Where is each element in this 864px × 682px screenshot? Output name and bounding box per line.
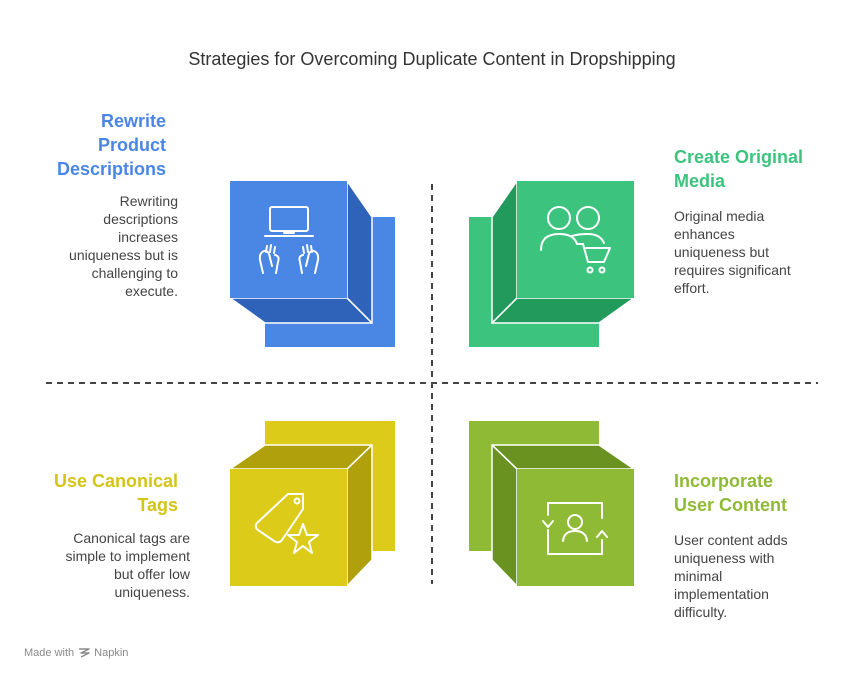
rewrite-heading-line: Rewrite	[100, 111, 166, 131]
user-refresh-icon	[542, 502, 608, 555]
canonical-description-line: Canonical tags are	[73, 530, 190, 546]
diagram-title: Strategies for Overcoming Duplicate Cont…	[188, 49, 676, 69]
users-cart-icon	[540, 206, 611, 274]
rewrite-description-line: execute.	[125, 283, 178, 299]
user-cube	[469, 421, 635, 587]
media-heading-line: Media	[674, 171, 726, 191]
user-description-line: difficulty.	[674, 604, 728, 620]
footer-made-with: Made with	[24, 647, 75, 659]
user-description-line: minimal	[674, 568, 723, 584]
media-description-line: enhances	[674, 226, 735, 242]
canonical-description-line: simple to implement	[65, 548, 191, 564]
footer-brand: Napkin	[94, 647, 129, 659]
footer-credit: Made with Napkin	[24, 647, 128, 659]
napkin-logo-icon	[79, 648, 90, 658]
rewrite-description-line: uniqueness but is	[69, 247, 178, 263]
user-description: User content adds uniqueness with minima…	[674, 531, 788, 621]
media-description-line: effort.	[674, 280, 710, 296]
user-heading-line: User Content	[674, 495, 788, 515]
media-description-line: Original media	[674, 208, 765, 224]
rewrite-description-line: Rewriting	[119, 193, 178, 209]
media-description-line: requires significant	[674, 262, 791, 278]
rewrite-heading: Rewrite Product Descriptions	[57, 109, 166, 181]
canonical-cube	[229, 421, 395, 587]
media-description-line: uniqueness but	[674, 244, 769, 260]
rewrite-description-line: challenging to	[91, 265, 178, 281]
canonical-description: Canonical tags are simple to implement b…	[66, 529, 191, 601]
media-cube	[469, 180, 635, 347]
rewrite-cube	[229, 180, 395, 347]
canonical-description-line: but offer low	[113, 566, 190, 582]
user-heading: Incorporate User Content	[674, 469, 787, 517]
media-heading: Create Original Media	[674, 145, 803, 193]
rewrite-description: Rewriting descriptions increases uniquen…	[69, 192, 178, 300]
rewrite-description-line: increases	[118, 229, 178, 245]
canonical-heading-line: Tags	[137, 495, 178, 515]
rewrite-heading-line: Descriptions	[56, 159, 166, 179]
media-description: Original media enhances uniqueness but r…	[674, 207, 791, 297]
canonical-heading-line: Use Canonical	[53, 471, 178, 491]
user-description-line: implementation	[674, 586, 769, 602]
rewrite-heading-line: Product	[97, 135, 166, 155]
laptop-typing-icon	[258, 206, 320, 274]
canonical-description-line: uniqueness.	[114, 584, 190, 600]
media-heading-line: Create Original	[674, 147, 804, 167]
rewrite-description-line: descriptions	[103, 211, 178, 227]
user-description-line: uniqueness with	[674, 550, 775, 566]
user-description-line: User content adds	[674, 532, 788, 548]
canonical-heading: Use Canonical Tags	[54, 469, 178, 517]
tag-star-icon	[254, 493, 319, 554]
user-heading-line: Incorporate	[674, 471, 774, 491]
